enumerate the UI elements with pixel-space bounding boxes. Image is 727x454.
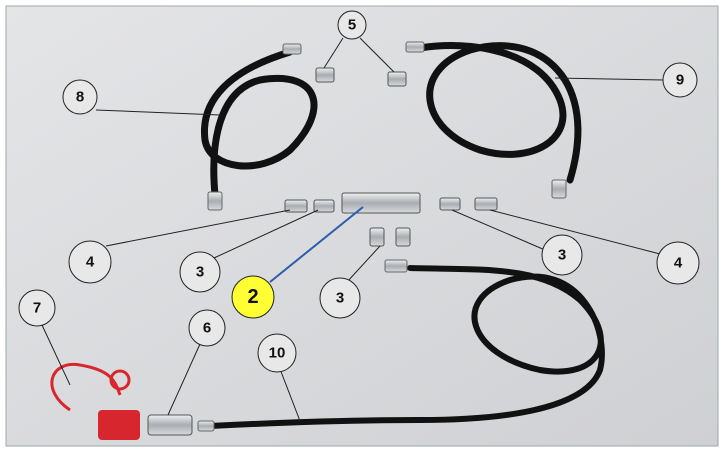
callout-9: 9: [662, 62, 698, 98]
svg-text:8: 8: [76, 89, 84, 106]
dust-cap-7: [50, 363, 140, 440]
svg-text:3: 3: [336, 290, 344, 307]
callout-3-right: 3: [541, 234, 583, 276]
callout-6: 6: [188, 309, 226, 347]
callout-3-left: 3: [179, 251, 221, 293]
callout-8: 8: [62, 79, 98, 115]
svg-text:2: 2: [247, 286, 258, 308]
callout-2: 2: [231, 275, 275, 319]
svg-text:7: 7: [33, 300, 41, 317]
hose-fittings: [197, 41, 567, 432]
fittings-3-4: [284, 197, 498, 247]
manifold-block: [341, 192, 421, 214]
leader-lines: [41, 37, 665, 422]
callout-4-left: 4: [68, 240, 112, 284]
hose-9: [416, 42, 582, 184]
adapters-5: [315, 67, 407, 87]
svg-text:3: 3: [558, 247, 566, 264]
callout-4-right: 4: [656, 241, 700, 285]
svg-text:5: 5: [348, 17, 356, 34]
hose-8: [200, 48, 318, 199]
callout-3-center: 3: [319, 277, 361, 319]
callout-7: 7: [18, 289, 56, 327]
coupler-6: [147, 414, 193, 436]
leader-line-2: [269, 206, 364, 283]
callout-10: 10: [257, 333, 297, 373]
svg-text:10: 10: [269, 345, 286, 362]
svg-text:6: 6: [203, 320, 211, 337]
svg-text:9: 9: [676, 72, 684, 89]
hose-10: [207, 265, 605, 429]
svg-text:4: 4: [86, 254, 95, 271]
svg-text:3: 3: [196, 264, 204, 281]
svg-text:4: 4: [674, 255, 683, 272]
callout-5: 5: [337, 10, 367, 40]
